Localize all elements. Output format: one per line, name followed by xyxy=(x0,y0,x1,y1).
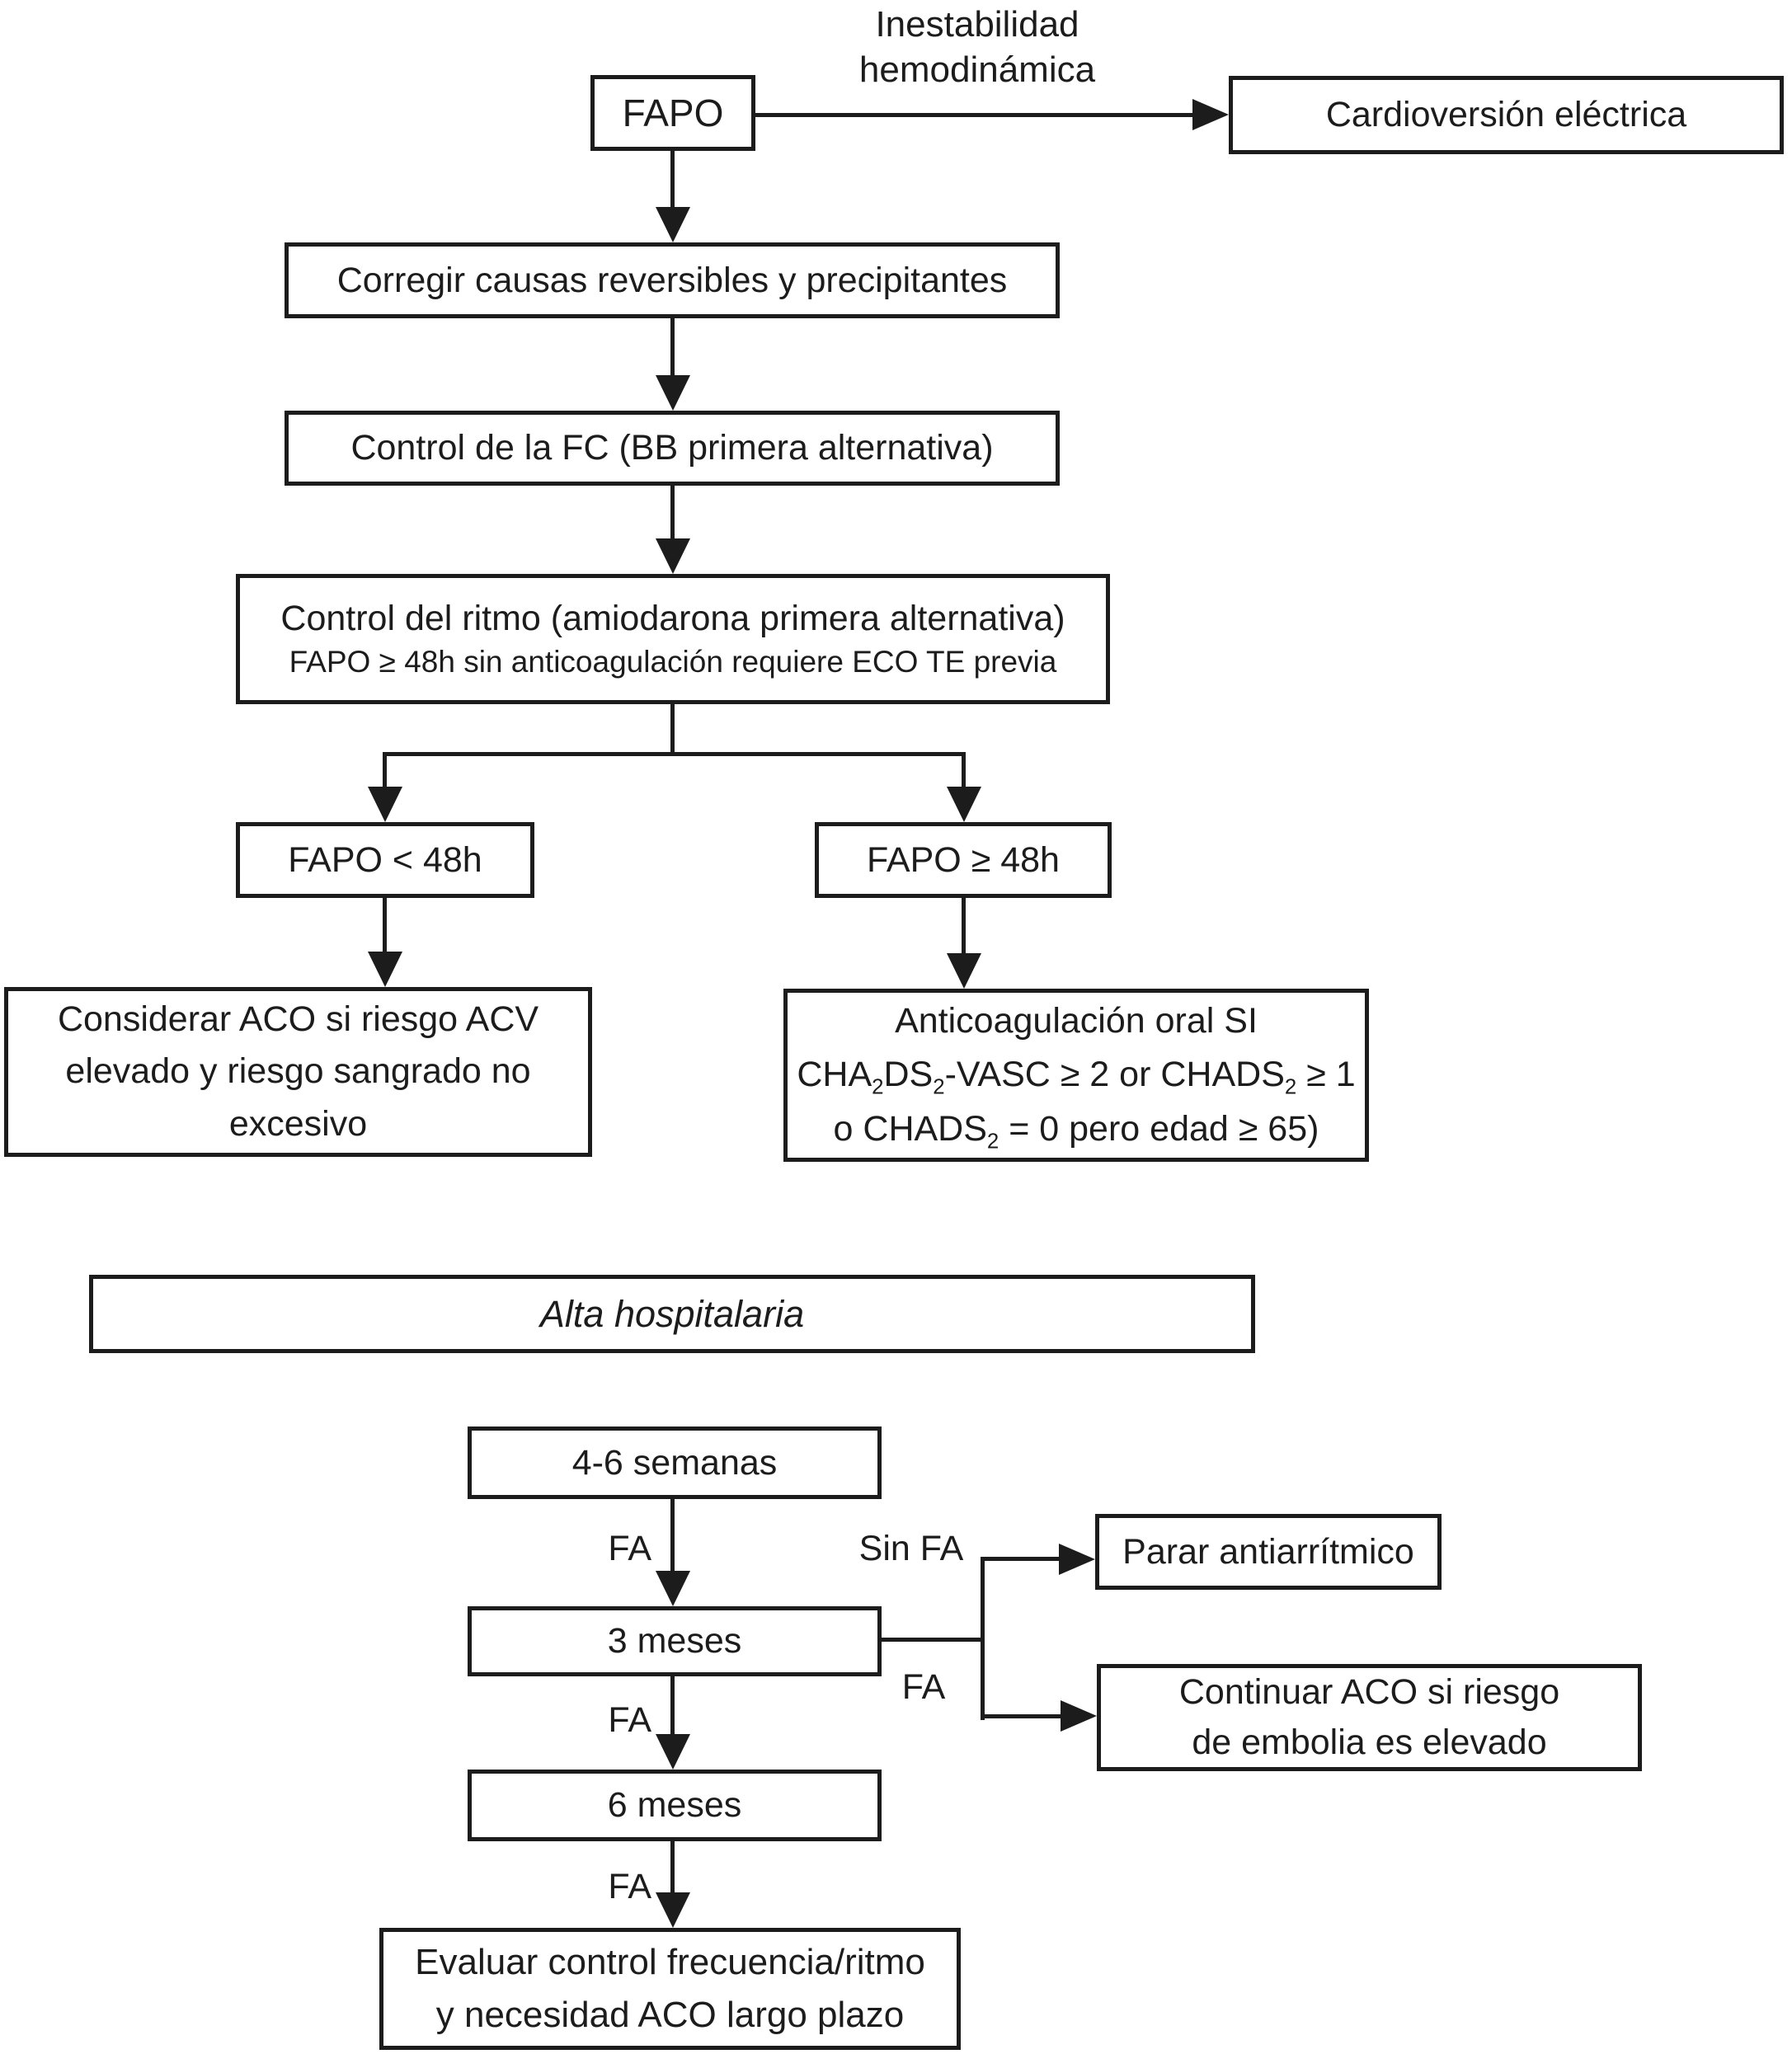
box-fapo: FAPO xyxy=(590,75,755,151)
connector-branch-to-parar xyxy=(981,1557,1061,1561)
connector-branch-vertical xyxy=(981,1557,985,1720)
connector-fapo-to-cardioversion xyxy=(753,113,1194,117)
box-alta-hospitalaria: Alta hospitalaria xyxy=(89,1275,1255,1353)
label-fa-branch: FA xyxy=(901,1667,946,1707)
instability-label: Inestabilidad hemodinámica xyxy=(771,2,1183,92)
arrowhead-down-corregir xyxy=(656,207,690,242)
box-corregir-causas: Corregir causas reversibles y precipitan… xyxy=(285,242,1060,318)
connector-6meses-to-evaluar xyxy=(670,1841,675,1894)
connector-semanas-to-3meses xyxy=(670,1499,675,1572)
box-alta-hospitalaria-label: Alta hospitalaria xyxy=(539,1292,805,1335)
box-fapo-ge48: FAPO ≥ 48h xyxy=(815,822,1112,898)
box-parar-antiarritmico-label: Parar antiarrítmico xyxy=(1122,1531,1414,1572)
arrowhead-down-fapo-lt48 xyxy=(368,787,402,822)
arrowhead-down-considerar xyxy=(368,952,402,987)
box-3-meses: 3 meses xyxy=(468,1606,882,1676)
connector-ge48-to-anticoag xyxy=(962,898,966,955)
arrowhead-down-ritmo xyxy=(656,538,690,574)
box-control-fc-label: Control de la FC (BB primera alternativa… xyxy=(350,428,994,468)
box-anticoagulacion-line3: o CHADS2 = 0 pero edad ≥ 65) xyxy=(833,1108,1319,1154)
box-considerar-line3: excesivo xyxy=(228,1103,368,1144)
box-considerar-line1: Considerar ACO si riesgo ACV xyxy=(57,999,539,1039)
box-corregir-causas-label: Corregir causas reversibles y precipitan… xyxy=(336,260,1008,300)
box-parar-antiarritmico: Parar antiarrítmico xyxy=(1095,1514,1442,1590)
connector-fapo-to-corregir xyxy=(670,151,675,209)
label-fa-above-6meses: FA xyxy=(608,1700,651,1740)
box-cardioversion: Cardioversión eléctrica xyxy=(1229,76,1784,154)
box-fapo-label: FAPO xyxy=(622,91,724,134)
box-6-meses-label: 6 meses xyxy=(607,1785,742,1826)
connector-3meses-to-6meses xyxy=(670,1676,675,1736)
arrowhead-down-3meses xyxy=(656,1571,690,1606)
box-fapo-lt48-label: FAPO < 48h xyxy=(288,839,482,880)
box-6-meses: 6 meses xyxy=(468,1770,882,1841)
arrowhead-down-evaluar xyxy=(656,1892,690,1928)
label-fa-above-evaluar: FA xyxy=(608,1867,651,1906)
label-sin-fa: Sin FA xyxy=(858,1529,964,1568)
instability-label-line1: Inestabilidad xyxy=(875,4,1079,45)
box-4-6-semanas-label: 4-6 semanas xyxy=(571,1442,778,1483)
connector-split-left xyxy=(383,752,387,788)
box-fapo-lt48: FAPO < 48h xyxy=(236,822,534,898)
box-3-meses-label: 3 meses xyxy=(607,1621,742,1662)
box-evaluar-control: Evaluar control frecuencia/ritmo y neces… xyxy=(379,1928,961,2050)
box-control-fc: Control de la FC (BB primera alternativa… xyxy=(285,411,1060,486)
box-control-ritmo-line2: FAPO ≥ 48h sin anticoagulación requiere … xyxy=(289,644,1057,679)
box-cardioversion-label: Cardioversión eléctrica xyxy=(1325,95,1687,135)
box-considerar-aco: Considerar ACO si riesgo ACV elevado y r… xyxy=(4,987,592,1157)
box-4-6-semanas: 4-6 semanas xyxy=(468,1427,882,1499)
box-control-ritmo-line1: Control del ritmo (amiodarona primera al… xyxy=(280,599,1065,638)
arrowhead-down-anticoag xyxy=(947,953,981,989)
box-continuar-aco-line2: de embolia es elevado xyxy=(1192,1723,1547,1762)
connector-split-horizontal xyxy=(383,752,966,756)
label-fa-above-3meses: FA xyxy=(608,1529,651,1568)
box-anticoagulacion: Anticoagulación oral SI CHA2DS2-VASC ≥ 2… xyxy=(783,989,1369,1162)
connector-branch-to-continuar xyxy=(981,1714,1061,1718)
box-continuar-aco: Continuar ACO si riesgo de embolia es el… xyxy=(1097,1664,1642,1771)
box-continuar-aco-line1: Continuar ACO si riesgo xyxy=(1178,1671,1560,1712)
box-fapo-ge48-label: FAPO ≥ 48h xyxy=(867,839,1060,880)
connector-corregir-to-controlfc xyxy=(670,318,675,376)
box-anticoagulacion-line2: CHA2DS2-VASC ≥ 2 or CHADS2 ≥ 1 xyxy=(797,1055,1356,1099)
connector-split-right xyxy=(962,752,966,788)
arrowhead-right-cardioversion xyxy=(1192,99,1229,130)
arrowhead-down-fapo-ge48 xyxy=(947,787,981,822)
connector-3meses-right xyxy=(882,1638,985,1642)
connector-lt48-to-considerar xyxy=(383,898,387,953)
box-control-ritmo: Control del ritmo (amiodarona primera al… xyxy=(236,574,1110,704)
connector-controlfc-to-ritmo xyxy=(670,486,675,539)
connector-ritmo-stem xyxy=(670,704,675,756)
box-considerar-line2: elevado y riesgo sangrado no xyxy=(65,1051,531,1092)
arrowhead-right-continuar xyxy=(1061,1700,1097,1732)
arrowhead-down-controlfc xyxy=(656,375,690,411)
box-anticoagulacion-line1: Anticoagulación oral SI xyxy=(895,1000,1258,1041)
arrowhead-right-parar xyxy=(1059,1544,1095,1575)
box-evaluar-line1: Evaluar control frecuencia/ritmo xyxy=(415,1942,925,1983)
instability-label-line2: hemodinámica xyxy=(858,49,1096,90)
box-evaluar-line2: y necesidad ACO largo plazo xyxy=(435,1995,905,2035)
arrowhead-down-6meses xyxy=(656,1734,690,1770)
